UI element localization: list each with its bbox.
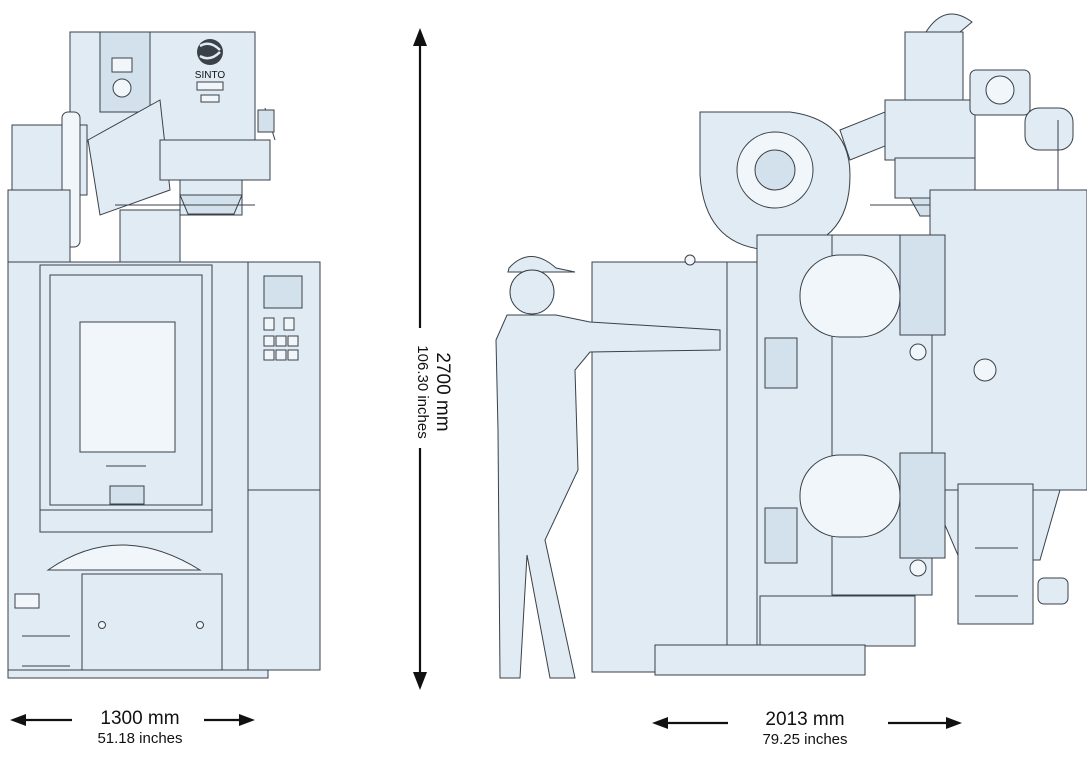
side-upper-clamp [899, 234, 946, 336]
width-mm: 1300 mm [100, 708, 180, 729]
front-lower-cabinet [247, 489, 321, 671]
width-label: 1300 mm 51.18 inches [60, 708, 220, 747]
front-support-frame [119, 209, 181, 266]
front-inclined-chute [87, 99, 171, 216]
width-arrow-right-head [239, 714, 255, 726]
front-sight-window [111, 57, 133, 73]
side-door-edge [726, 261, 758, 673]
width-inches: 51.18 inches [97, 730, 183, 747]
side-lower-cylinder [799, 454, 901, 538]
front-hmi-screen [263, 275, 303, 309]
operator-body [495, 314, 721, 679]
side-view [591, 13, 1087, 676]
height-arrow-bottom-head [413, 672, 427, 690]
side-bottom-tray [759, 595, 916, 647]
front-view: SINTO [7, 31, 321, 679]
depth-mm: 2013 mm [765, 709, 845, 730]
width-arrow-left-head [10, 714, 26, 726]
depth-label: 2013 mm 79.25 inches [720, 709, 890, 748]
logo-text: SINTO [195, 70, 226, 81]
height-dimension [413, 28, 427, 690]
side-top-cap [925, 13, 973, 33]
side-upper-cylinder [799, 254, 901, 338]
side-blower-hub [754, 149, 796, 191]
operator-silhouette [495, 256, 721, 679]
front-door-handle [109, 485, 145, 505]
height-label: 2700 mm 106.30 inches [393, 337, 453, 447]
height-arrow-top-head [413, 28, 427, 46]
side-elevator-housing [884, 99, 976, 161]
side-right-motor [1024, 107, 1074, 151]
width-dimension [10, 714, 255, 726]
front-label-plate [14, 593, 40, 609]
front-door-window [79, 321, 176, 453]
front-sight-ring [112, 78, 132, 98]
depth-arrow-left-head [652, 717, 668, 729]
side-base [654, 644, 866, 676]
operator-hardhat [507, 256, 576, 273]
front-left-frame [7, 189, 71, 266]
operator-head [509, 269, 555, 315]
front-mid-housing [159, 139, 271, 181]
sinto-logo: SINTO [195, 39, 226, 103]
side-dust-collector [929, 189, 1087, 491]
depth-dimension [652, 717, 962, 729]
front-tray [39, 509, 213, 533]
depth-arrow-right-head [946, 717, 962, 729]
depth-inches: 79.25 inches [762, 731, 848, 748]
height-mm: 2700 mm [432, 352, 453, 432]
side-lower-clamp [899, 452, 946, 559]
front-arch-panel [46, 544, 202, 571]
front-base [7, 669, 269, 679]
height-inches: 106.30 inches [414, 345, 431, 439]
side-bottom-box [957, 483, 1034, 625]
side-top-column [904, 31, 964, 113]
